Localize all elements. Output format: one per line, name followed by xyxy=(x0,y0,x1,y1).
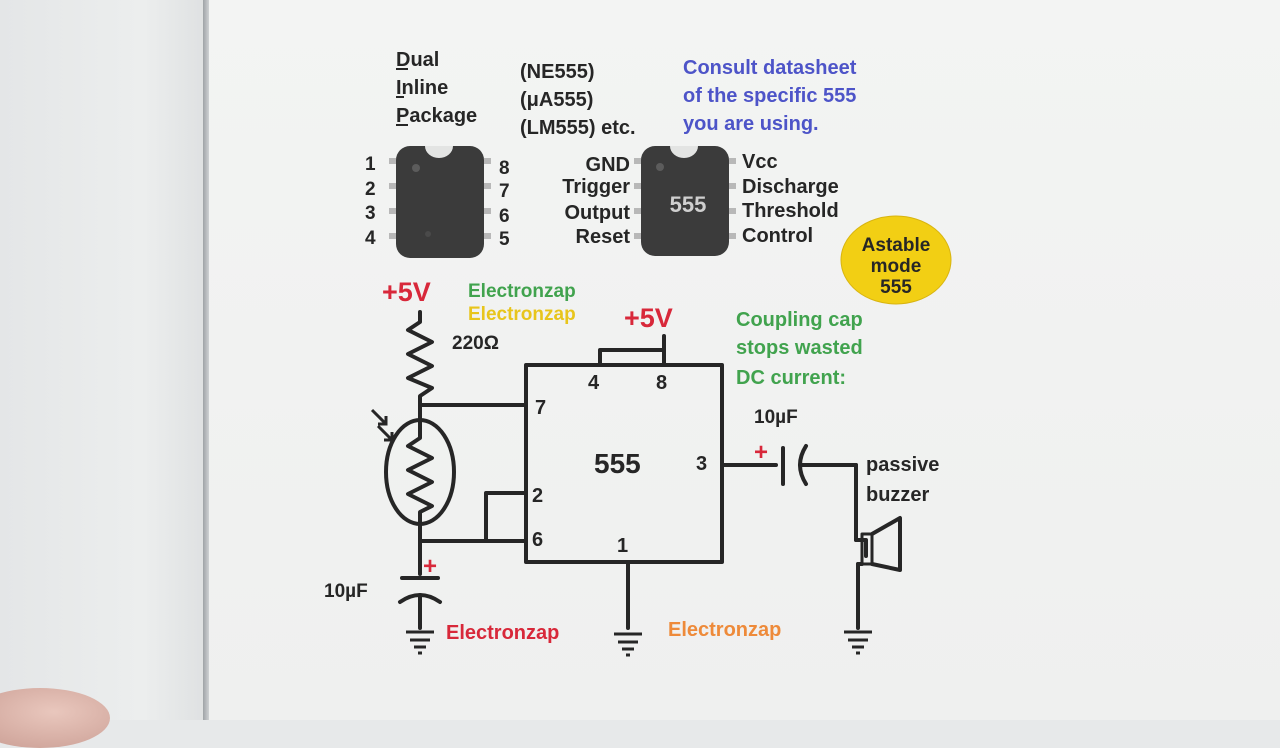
chip-555-label: 555 xyxy=(670,192,707,217)
dip-pin-5: 5 xyxy=(499,229,510,250)
dip-pin-7: 7 xyxy=(499,181,510,202)
polarity-mark-right: + xyxy=(754,439,768,466)
badge-line-1: Astable xyxy=(862,235,931,256)
note-line-2: of the specific 555 xyxy=(683,85,856,107)
package-label-inline: Inline xyxy=(396,77,448,99)
badge-line-3: 555 xyxy=(880,277,912,298)
resistor-value: 220Ω xyxy=(452,333,499,354)
left-page xyxy=(0,0,205,720)
package-label-dual: Dual xyxy=(396,49,439,71)
polarity-mark-left: + xyxy=(423,553,437,580)
badge-line-2: mode xyxy=(871,256,922,277)
light-arrows-icon xyxy=(370,408,394,442)
dip-pin-6: 6 xyxy=(499,206,510,227)
note-line-3: you are using. xyxy=(683,113,819,135)
supply-label-right: +5V xyxy=(624,303,673,333)
buzzer-cone xyxy=(870,516,902,572)
pin-name-vcc: Vcc xyxy=(742,151,778,173)
buzzer-label-line-1: passive xyxy=(866,454,939,476)
part-number-ua555: (μA555) xyxy=(520,89,593,111)
ic-pin-6: 6 xyxy=(532,529,543,551)
dip-pin-numbers-left: 1 2 3 4 xyxy=(365,154,376,249)
coupling-line-2: stops wasted xyxy=(736,337,863,359)
watermark-orange: Electronzap xyxy=(668,619,781,641)
buzzer-body xyxy=(860,532,874,566)
ground-symbol-middle xyxy=(614,632,642,657)
dip-pin-4: 4 xyxy=(365,228,376,249)
part-number-ne555: (NE555) xyxy=(520,61,594,83)
watermark-yellow: Electronzap xyxy=(468,304,576,325)
ground-symbol-left xyxy=(406,630,434,655)
package-label-group: Dual Inline Package xyxy=(396,49,477,127)
supply-label-left: +5V xyxy=(382,277,431,307)
part-number-lm555: (LM555) etc. xyxy=(520,117,636,139)
pin-name-discharge: Discharge xyxy=(742,176,839,198)
dip-chip-left xyxy=(389,146,491,258)
dip-pin-numbers-right: 8 7 6 5 xyxy=(499,158,510,250)
right-page xyxy=(209,0,1280,720)
dip-pin-1: 1 xyxy=(365,154,376,175)
ic-pin-4: 4 xyxy=(588,372,600,394)
circuit-wiring xyxy=(384,310,902,630)
note-line-1: Consult datasheet xyxy=(683,57,857,79)
pin-name-gnd: GND xyxy=(586,154,630,176)
buzzer-label: passive buzzer xyxy=(866,454,939,506)
ic-pin-2: 2 xyxy=(532,485,543,507)
pin-name-control: Control xyxy=(742,225,813,247)
pin-name-trigger: Trigger xyxy=(562,176,630,198)
cap-left-value: 10µF xyxy=(324,581,368,602)
coupling-line-1: Coupling cap xyxy=(736,309,863,331)
dip-pin-2: 2 xyxy=(365,179,376,200)
cap-right-value: 10µF xyxy=(754,407,798,428)
pin-names-left: GND Trigger Output Reset xyxy=(562,154,630,248)
coupling-line-3: DC current: xyxy=(736,367,846,389)
ic-pin-1: 1 xyxy=(617,535,628,557)
coupling-note: Coupling cap stops wasted DC current: xyxy=(736,309,863,389)
watermark-red: Electronzap xyxy=(446,622,559,644)
package-label-package: Package xyxy=(396,105,477,127)
watermark-green: Electronzap xyxy=(468,281,576,302)
datasheet-note: Consult datasheet of the specific 555 yo… xyxy=(683,57,857,135)
resistor-220 xyxy=(406,310,434,407)
dip-pin-3: 3 xyxy=(365,203,376,224)
dip-pin-8: 8 xyxy=(499,158,510,179)
schematic-diagram: Dual Inline Package (NE555) (μA555) (LM5… xyxy=(324,49,952,657)
pin-name-output: Output xyxy=(564,202,630,224)
chip-555-package: 555 xyxy=(634,146,736,256)
ic-pin-8: 8 xyxy=(656,372,667,394)
pin-name-reset: Reset xyxy=(576,226,631,248)
page-fold xyxy=(203,0,209,720)
pin-name-threshold: Threshold xyxy=(742,200,839,222)
ic-pin-3: 3 xyxy=(696,453,707,475)
buzzer-label-line-2: buzzer xyxy=(866,484,930,506)
ground-symbol-right xyxy=(844,630,872,655)
astable-mode-badge: Astable mode 555 xyxy=(840,215,952,305)
part-numbers: (NE555) (μA555) (LM555) etc. xyxy=(520,61,636,139)
ic-pin-7: 7 xyxy=(535,397,546,419)
ic-555-label: 555 xyxy=(594,448,641,479)
pin-names-right: Vcc Discharge Threshold Control xyxy=(742,151,839,247)
ic-pin-labels: 4 8 7 2 6 1 3 555 xyxy=(532,372,707,557)
